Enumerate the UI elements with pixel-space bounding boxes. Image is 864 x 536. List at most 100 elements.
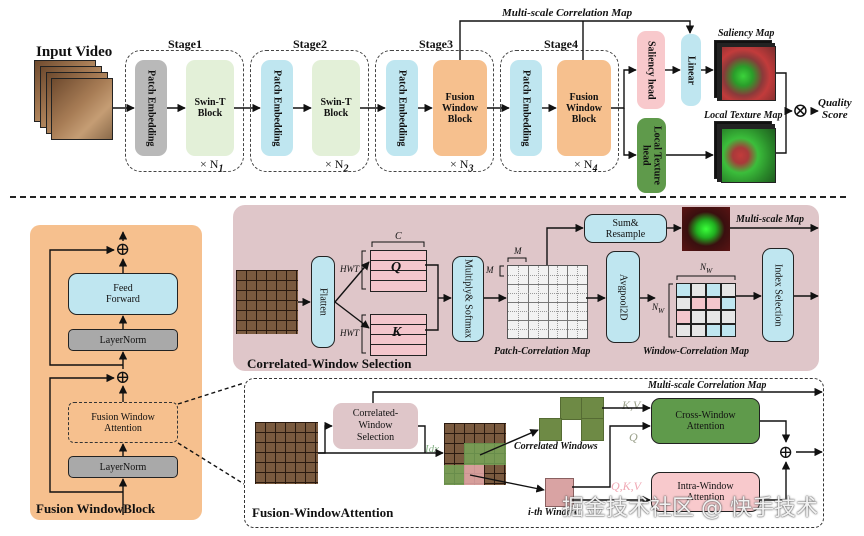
arrow-to-texture-head bbox=[623, 108, 637, 160]
window-grid-cell bbox=[721, 323, 736, 337]
saliency-map-label: Saliency Map bbox=[718, 28, 775, 39]
multiply-operator: ⊗ bbox=[792, 100, 809, 122]
stage3-label: Stage3 bbox=[419, 37, 453, 51]
linear-layer: Linear bbox=[681, 34, 701, 106]
sum-resample-box: Sum&Resample bbox=[584, 214, 667, 243]
k-hwt-label: HWT bbox=[340, 328, 360, 338]
stage4-patch-embedding: Patch Embedding bbox=[510, 60, 542, 156]
k-matrix bbox=[370, 314, 427, 356]
fusion-window-attention-title: Fusion-WindowAttention bbox=[252, 505, 394, 520]
nw-side-label: NW bbox=[652, 302, 665, 315]
patch-grid-line bbox=[508, 329, 587, 330]
window-grid-cell bbox=[721, 283, 736, 297]
patch-grid-line bbox=[508, 302, 587, 303]
watermark: 掘金技术社区 @ 快手技术 bbox=[562, 496, 818, 521]
window-grid-cell bbox=[721, 310, 736, 324]
multiscale-correlation-label-top: Multi-scale Correlation Map bbox=[502, 7, 633, 19]
stage3-patch-embedding: Patch Embedding bbox=[386, 60, 418, 156]
layernorm-bottom: LayerNorm bbox=[68, 456, 178, 478]
window-grid-cell bbox=[691, 296, 706, 310]
window-grid-cell bbox=[706, 296, 721, 310]
stage2-region bbox=[250, 50, 369, 172]
residual-add-bottom: ⊕ bbox=[115, 367, 131, 387]
window-grid-cell bbox=[706, 323, 721, 337]
fusion-window-attention-region bbox=[244, 378, 824, 528]
cws-input-frame bbox=[236, 270, 298, 334]
stage2-patch-embedding: Patch Embedding bbox=[261, 60, 293, 156]
m-side-label: M bbox=[486, 265, 494, 275]
window-correlation-grid bbox=[676, 283, 736, 337]
fwa-input-frame bbox=[255, 422, 318, 484]
patch-correlation-grid bbox=[507, 265, 588, 339]
c-dimension-label: C bbox=[395, 231, 402, 242]
window-grid-cell bbox=[676, 310, 691, 324]
fusion-window-block-title: Fusion WindowBlock bbox=[36, 501, 156, 516]
window-grid-cell bbox=[706, 283, 721, 297]
patch-grid-line bbox=[577, 266, 579, 338]
avgpool2d-box: Avgpool2D bbox=[606, 251, 640, 343]
arrow-multiscale-top bbox=[459, 20, 695, 60]
patch-grid-line bbox=[508, 320, 587, 321]
multiscale-map-image bbox=[682, 207, 730, 251]
input-video-label: Input Video bbox=[36, 44, 113, 60]
stage3-fusion-window-block: Fusion Window Block bbox=[433, 60, 487, 156]
stage2-repeat: × N2 bbox=[325, 157, 349, 175]
flatten-box: Flatten bbox=[311, 256, 335, 348]
stage2-label: Stage2 bbox=[293, 37, 327, 51]
stage1-patch-embedding: Patch Embedding bbox=[135, 60, 167, 156]
stage4-fusion-window-block: Fusion Window Block bbox=[557, 60, 611, 156]
q-input-label: Q bbox=[629, 430, 638, 444]
ith-window-image bbox=[545, 478, 574, 507]
stage3-region bbox=[375, 50, 494, 172]
correlated-window-selection-title: Correlated-Window Selection bbox=[247, 356, 412, 371]
stage1-swin-block: Swin-T Block bbox=[186, 60, 234, 156]
q-hwt-label: HWT bbox=[340, 264, 360, 274]
window-grid-cell bbox=[691, 310, 706, 324]
multiscale-map-label: Multi-scale Map bbox=[736, 214, 805, 225]
patch-grid-line bbox=[508, 311, 587, 312]
ith-window-label: i-th Window bbox=[528, 507, 579, 518]
local-texture-map-label: Local Texture Map bbox=[704, 110, 783, 121]
window-grid-cell bbox=[691, 323, 706, 337]
layernorm-top: LayerNorm bbox=[68, 329, 178, 351]
stage4-region bbox=[500, 50, 619, 172]
q-matrix bbox=[370, 250, 427, 292]
window-grid-cell bbox=[676, 323, 691, 337]
multiply-softmax-box: Multiply& Softmax bbox=[452, 256, 484, 342]
saliency-head: Saliency head bbox=[637, 31, 665, 109]
stage1-repeat: × N1 bbox=[200, 157, 224, 175]
nw-top-label: NW bbox=[700, 262, 713, 275]
stage2-swin-block: Swin-T Block bbox=[312, 60, 360, 156]
correlated-windows-label: Correlated Windows bbox=[514, 441, 598, 452]
arrow-to-saliency-head bbox=[611, 65, 637, 109]
local-texture-head: Local Texture head bbox=[637, 118, 666, 193]
stage3-repeat: × N3 bbox=[450, 157, 474, 175]
k-label: K bbox=[392, 325, 402, 340]
window-grid-cell bbox=[706, 310, 721, 324]
patch-grid-line bbox=[567, 266, 569, 338]
qkv-label: Q,K,V bbox=[611, 479, 641, 493]
stage4-repeat: × N4 bbox=[574, 157, 598, 175]
window-grid-cell bbox=[691, 283, 706, 297]
window-correlation-map-label: Window-Correlation Map bbox=[643, 346, 750, 357]
window-grid-cell bbox=[721, 296, 736, 310]
m-top-label: M bbox=[514, 246, 522, 256]
window-grid-cell bbox=[676, 296, 691, 310]
index-selection-box: Index Selection bbox=[762, 248, 794, 342]
stage1-region bbox=[125, 50, 244, 172]
q-label: Q bbox=[391, 260, 402, 275]
fwa-multiscale-label: Multi-scale Correlation Map bbox=[648, 380, 767, 391]
section-divider bbox=[10, 196, 846, 198]
stage1-label: Stage1 bbox=[168, 37, 202, 51]
stage4-label: Stage4 bbox=[544, 37, 578, 51]
residual-add-top: ⊕ bbox=[115, 239, 131, 259]
fwa-selected-frame bbox=[444, 423, 506, 485]
